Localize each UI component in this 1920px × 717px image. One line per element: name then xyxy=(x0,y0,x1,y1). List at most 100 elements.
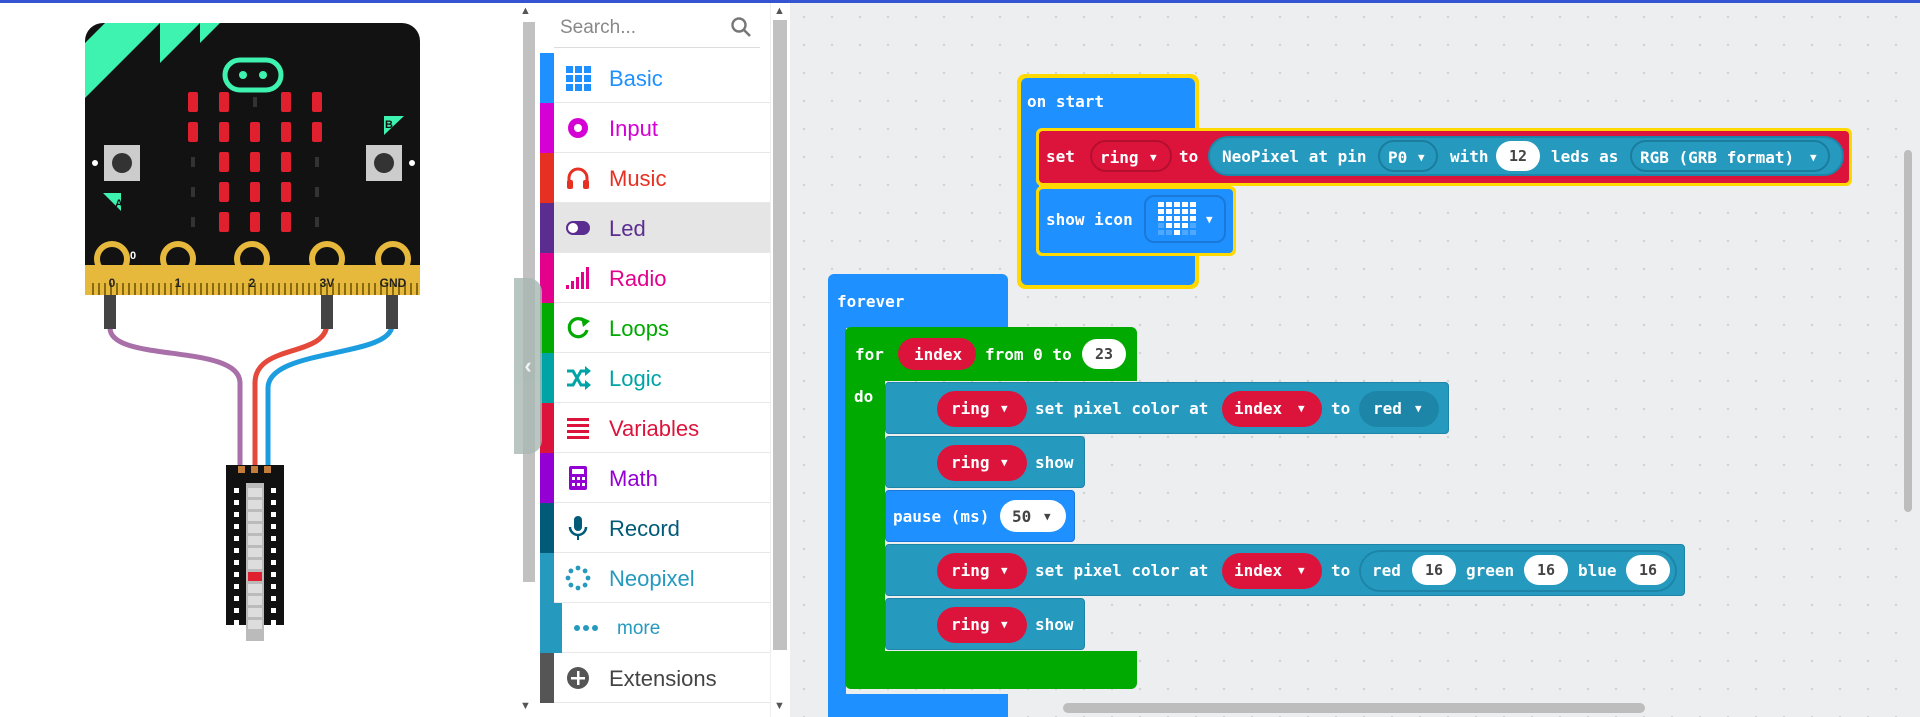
toolbox-category-record[interactable]: Record xyxy=(540,503,770,553)
led-pixel xyxy=(250,182,260,202)
neopixel-led xyxy=(248,572,262,581)
pin-2[interactable] xyxy=(234,241,270,277)
ring-variable-dropdown[interactable]: ring▼ xyxy=(937,391,1027,427)
toolbox-category-variables[interactable]: Variables xyxy=(540,403,770,453)
workspace-horizontal-scrollbar[interactable] xyxy=(1063,703,1645,713)
led-pixel xyxy=(281,122,291,142)
pin-1[interactable] xyxy=(160,241,196,277)
category-label: Extensions xyxy=(609,666,717,691)
led-pixel xyxy=(312,122,322,142)
pin-label: 3V xyxy=(320,276,335,290)
pin-marker: 0 xyxy=(130,250,136,262)
chevron-left-icon: ‹ xyxy=(524,353,532,378)
led-pixel xyxy=(219,212,229,232)
green-value-input[interactable]: 16 xyxy=(1524,555,1568,585)
red-value-input[interactable]: 16 xyxy=(1412,555,1456,585)
ring-variable-dropdown[interactable]: ring▼ xyxy=(937,607,1027,643)
wire-purple xyxy=(107,327,243,465)
icon-picker-dropdown[interactable]: ▼ xyxy=(1144,195,1226,243)
leds-as-label: leds as xyxy=(1551,147,1619,166)
toolbox-scrollbar-thumb[interactable] xyxy=(773,20,787,650)
list-icon xyxy=(567,418,589,439)
dropdown-arrow-icon: ▼ xyxy=(1001,402,1008,415)
dropdown-arrow-icon: ▼ xyxy=(1298,402,1305,415)
scroll-up-icon[interactable]: ▲ xyxy=(520,5,531,17)
toolbox-category-extensions[interactable]: Extensions xyxy=(540,653,770,703)
led-pixel xyxy=(281,152,291,172)
toolbox-category-basic[interactable]: Basic xyxy=(540,53,770,103)
led-pixel xyxy=(219,92,229,112)
scroll-down-icon[interactable]: ▼ xyxy=(774,700,785,712)
blue-value-input[interactable]: 16 xyxy=(1626,555,1670,585)
toolbox-category-input[interactable]: Input xyxy=(540,103,770,153)
collapse-simulator-button[interactable]: ‹ xyxy=(514,278,542,454)
to-label: to xyxy=(1331,399,1351,418)
show-label: show xyxy=(1035,453,1074,472)
toolbox-category-logic[interactable]: Logic xyxy=(540,353,770,403)
pause-duration-dropdown[interactable]: 50▼ xyxy=(1000,500,1066,532)
index-variable[interactable]: index xyxy=(898,338,976,370)
toolbox-category-math[interactable]: Math xyxy=(540,453,770,503)
neopixel-led xyxy=(248,488,262,497)
neopixel-led xyxy=(248,536,262,545)
blue-label: blue xyxy=(1578,561,1617,580)
led-pixel xyxy=(250,212,260,232)
led-pixel-off xyxy=(191,187,195,197)
toolbox-category-more[interactable]: more xyxy=(540,603,770,653)
led-pixel xyxy=(250,152,260,172)
wire-red xyxy=(252,322,330,465)
headphones-icon xyxy=(567,167,589,189)
dropdown-arrow-icon: ▼ xyxy=(1150,151,1157,164)
led-pixel-off xyxy=(191,157,195,167)
ring-variable-dropdown[interactable]: ring▼ xyxy=(937,553,1027,589)
scroll-down-icon[interactable]: ▼ xyxy=(520,700,531,712)
neopixel-led xyxy=(248,524,262,533)
loop-end-input[interactable]: 23 xyxy=(1082,339,1126,369)
led-pixel-off xyxy=(253,97,257,107)
toolbox-category-led[interactable]: Led xyxy=(540,203,770,253)
led-pixel xyxy=(219,122,229,142)
toggle-icon xyxy=(566,221,590,235)
toolbox-category-music[interactable]: Music xyxy=(540,153,770,203)
for-loop-block[interactable] xyxy=(845,327,1137,689)
color-format-dropdown[interactable]: RGB (GRB format)▼ xyxy=(1630,140,1830,172)
dropdown-arrow-icon: ▼ xyxy=(1044,510,1051,523)
color-dropdown[interactable]: red▼ xyxy=(1359,391,1439,427)
category-label: Radio xyxy=(609,266,667,291)
toolbox-category-loops[interactable]: Loops xyxy=(540,303,770,353)
category-color-bar xyxy=(540,653,554,703)
dropdown-arrow-icon: ▼ xyxy=(1001,456,1008,469)
category-label: Loops xyxy=(609,316,669,341)
circle-dot-icon xyxy=(568,118,588,138)
led-count-input[interactable]: 12 xyxy=(1496,141,1540,171)
pin-gnd[interactable] xyxy=(375,241,411,277)
ring-variable-dropdown[interactable]: ring▼ xyxy=(1090,140,1172,172)
category-color-bar xyxy=(540,403,554,453)
ring-variable-dropdown[interactable]: ring▼ xyxy=(937,445,1027,481)
category-color-bar xyxy=(540,103,554,153)
ellipsis-icon xyxy=(574,625,598,631)
pin-dropdown[interactable]: P0▼ xyxy=(1378,140,1438,172)
refresh-icon xyxy=(567,317,590,339)
forever-block[interactable]: forever xyxy=(828,274,1008,717)
category-label: Music xyxy=(609,166,667,191)
led-pixel xyxy=(312,92,322,112)
logo-icon xyxy=(222,57,284,93)
pin-0[interactable] xyxy=(94,241,130,277)
scroll-up-icon[interactable]: ▲ xyxy=(774,5,785,17)
workspace-vertical-scrollbar[interactable] xyxy=(1904,150,1912,512)
pin-3v[interactable] xyxy=(309,241,345,277)
search-icon[interactable] xyxy=(730,16,752,38)
top-bar xyxy=(0,0,1920,3)
neopixel-led xyxy=(248,548,262,557)
index-variable-dropdown[interactable]: index▼ xyxy=(1222,391,1322,427)
index-variable-dropdown[interactable]: index▼ xyxy=(1222,553,1322,589)
category-color-bar xyxy=(540,153,554,203)
search-input[interactable] xyxy=(554,8,760,48)
wire-blue xyxy=(265,324,395,465)
led-matrix xyxy=(188,92,322,232)
forever-label: forever xyxy=(837,292,905,311)
toolbox-category-radio[interactable]: Radio xyxy=(540,253,770,303)
toolbox-category-neopixel[interactable]: Neopixel xyxy=(540,553,770,603)
